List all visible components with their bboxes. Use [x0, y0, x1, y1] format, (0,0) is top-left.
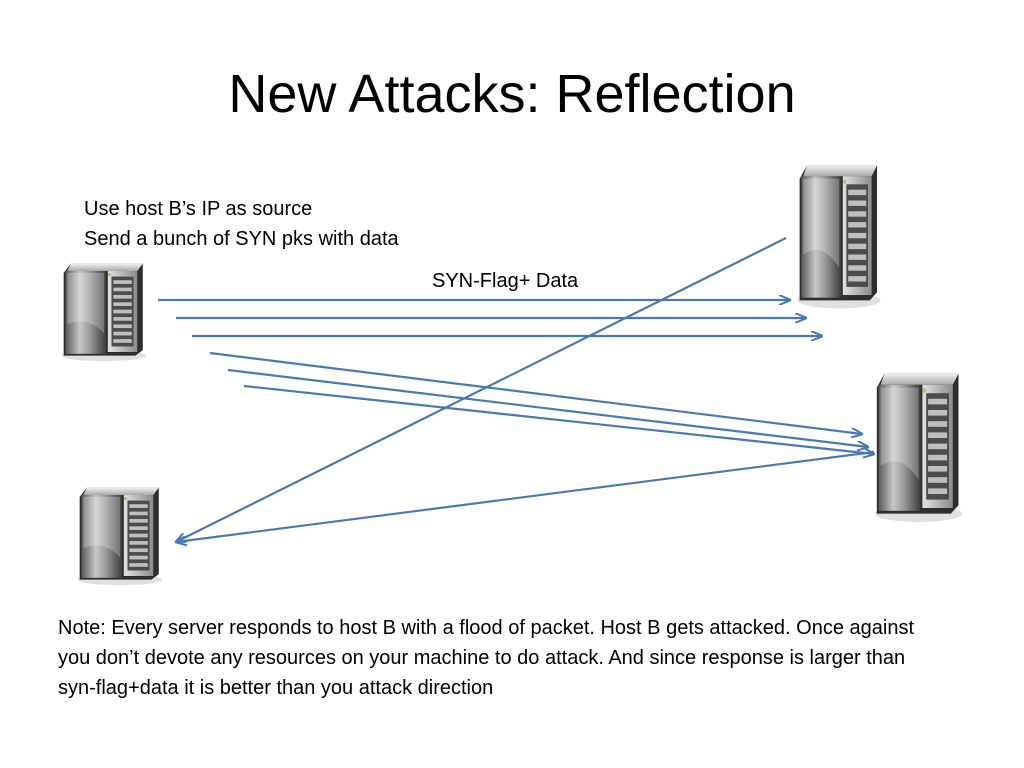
- slide-title: New Attacks: Reflection: [228, 64, 796, 124]
- caption-line-1: Use host B’s IP as source: [84, 198, 313, 220]
- victim-server-icon: [77, 487, 163, 586]
- syn-arrow-6: [243, 384, 874, 454]
- caption-line-2: Send a bunch of SYN pks with data: [84, 228, 399, 250]
- arrow-label: SYN-Flag+ Data: [432, 270, 579, 292]
- syn-arrow-4: [209, 351, 862, 434]
- reflector-server-icon-2: [874, 373, 963, 522]
- reflector-server-icon-1: [797, 165, 881, 309]
- syn-arrow-5: [227, 368, 868, 447]
- reflect-arrow-1: [176, 237, 787, 542]
- attack-caption: Use host B’s IP as source Send a bunch o…: [84, 194, 399, 254]
- reflect-arrow-2: [176, 450, 875, 542]
- attacker-server-icon: [61, 263, 147, 362]
- note-text: Note: Every server responds to host B wi…: [58, 617, 914, 699]
